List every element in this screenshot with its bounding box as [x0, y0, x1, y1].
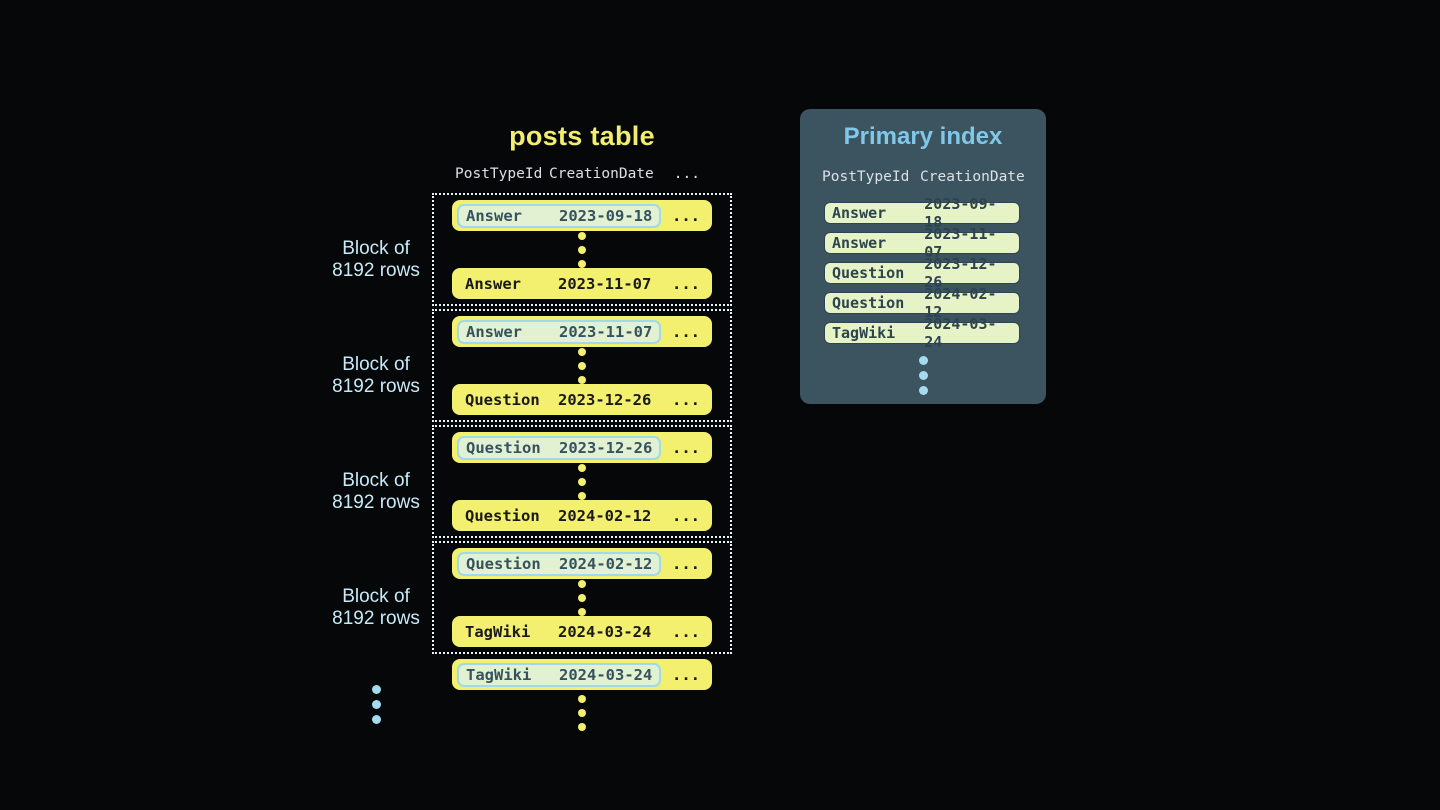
- post-type-value: Question: [465, 390, 540, 409]
- post-type-value: TagWiki: [465, 622, 531, 641]
- block-label-line2: 8192 rows: [332, 375, 420, 397]
- row-block-3: Question 2023-12-26 ... Question 2024-02…: [432, 425, 732, 538]
- index-row: Question 2024-02-12: [824, 285, 1020, 321]
- index-row: Answer 2023-11-07: [824, 225, 1020, 261]
- creation-date-value: 2024-03-24: [559, 665, 653, 684]
- ellipsis-dots-icon: [371, 685, 381, 724]
- table-row-overflow: TagWiki 2024-03-24 ...: [452, 659, 712, 690]
- creation-date-value: 2024-02-12: [924, 285, 997, 321]
- creation-date-value: 2023-11-07: [924, 225, 997, 261]
- ellipsis-dots-icon: [578, 231, 586, 268]
- index-continues-dots: [800, 356, 1046, 395]
- creation-date-value: 2024-03-24: [558, 622, 652, 641]
- table-row-last: Question 2024-02-12 ...: [452, 500, 712, 531]
- post-type-value: Answer: [832, 204, 887, 222]
- blocks-continue-dots: [345, 685, 407, 724]
- primary-index-panel: Primary index PostTypeId CreationDate An…: [800, 109, 1046, 404]
- table-row-first: Question 2024-02-12 ...: [452, 548, 712, 579]
- post-type-value: Question: [832, 264, 905, 282]
- table-row-first: Answer 2023-11-07 ...: [452, 316, 712, 347]
- creation-date-value: 2024-03-24: [924, 315, 997, 351]
- index-key-highlight: Answer 2023-09-18: [457, 203, 662, 228]
- post-type-value: TagWiki: [466, 665, 532, 684]
- index-key-highlight: Question 2024-02-12: [457, 551, 662, 576]
- creation-date-value: 2023-09-18: [559, 206, 653, 225]
- post-type-value: Question: [466, 438, 541, 457]
- creation-date-value: 2024-02-12: [558, 506, 652, 525]
- row-block-4: Question 2024-02-12 ... TagWiki 2024-03-…: [432, 541, 732, 654]
- creation-date-value: 2023-11-07: [559, 322, 653, 341]
- post-type-value: Answer: [466, 206, 522, 225]
- block-label-2: Block of 8192 rows: [291, 354, 461, 397]
- block-label-4: Block of 8192 rows: [291, 586, 461, 629]
- block-label-line1: Block of: [342, 238, 410, 259]
- row-block-2: Answer 2023-11-07 ... Question 2023-12-2…: [432, 309, 732, 422]
- column-header-creationdate: CreationDate: [920, 169, 1025, 185]
- block-label-3: Block of 8192 rows: [291, 470, 461, 513]
- table-row-last: TagWiki 2024-03-24 ...: [452, 616, 712, 647]
- creation-date-value: 2023-11-07: [558, 274, 652, 293]
- row-ellipsis: ...: [672, 554, 700, 573]
- creation-date-value: 2024-02-12: [559, 554, 653, 573]
- post-type-value: Answer: [832, 234, 887, 252]
- index-key-highlight: Answer 2023-11-07: [457, 319, 662, 344]
- table-row-last: Question 2023-12-26 ...: [452, 384, 712, 415]
- block-label-line1: Block of: [342, 586, 410, 607]
- ellipsis-dots-icon: [578, 463, 586, 500]
- creation-date-value: 2023-09-18: [924, 195, 997, 231]
- posts-table-title: posts table: [509, 121, 655, 151]
- post-type-value: Answer: [465, 274, 521, 293]
- post-type-value: Question: [466, 554, 541, 573]
- column-header-creationdate: CreationDate: [549, 166, 654, 182]
- row-ellipsis: ...: [672, 622, 700, 641]
- post-type-value: Answer: [466, 322, 522, 341]
- index-row: TagWiki 2024-03-24: [824, 315, 1020, 351]
- ellipsis-dots-icon: [578, 347, 586, 384]
- row-ellipsis: ...: [672, 438, 700, 457]
- primary-index-title: Primary index: [843, 123, 1003, 150]
- block-label-line2: 8192 rows: [332, 259, 420, 281]
- index-row: Answer 2023-09-18: [824, 195, 1020, 231]
- table-row-first: Question 2023-12-26 ...: [452, 432, 712, 463]
- posts-table-column-headers: PostTypeId CreationDate ...: [432, 166, 732, 182]
- column-header-ellipsis: ...: [673, 166, 700, 182]
- post-type-value: Question: [832, 294, 905, 312]
- ellipsis-dots-icon: [578, 695, 586, 731]
- post-type-value: TagWiki: [832, 324, 896, 342]
- row-ellipsis: ...: [672, 274, 700, 293]
- ellipsis-dots-icon: [578, 579, 586, 616]
- row-ellipsis: ...: [672, 206, 700, 225]
- block-label-1: Block of 8192 rows: [291, 238, 461, 281]
- row-ellipsis: ...: [672, 665, 700, 684]
- creation-date-value: 2023-12-26: [924, 255, 997, 291]
- block-label-line2: 8192 rows: [332, 491, 420, 513]
- table-row-last: Answer 2023-11-07 ...: [452, 268, 712, 299]
- creation-date-value: 2023-12-26: [559, 438, 653, 457]
- column-header-posttypeid: PostTypeId: [455, 166, 543, 182]
- primary-index-rows: Answer 2023-09-18 Answer 2023-11-07 Ques…: [824, 195, 1020, 351]
- primary-index-column-headers: PostTypeId CreationDate: [822, 169, 1038, 185]
- row-ellipsis: ...: [672, 506, 700, 525]
- block-label-line1: Block of: [342, 470, 410, 491]
- creation-date-value: 2023-12-26: [558, 390, 652, 409]
- row-block-1: Answer 2023-09-18 ... Answer 2023-11-07 …: [432, 193, 732, 306]
- index-key-highlight: TagWiki 2024-03-24: [457, 662, 662, 687]
- row-ellipsis: ...: [672, 322, 700, 341]
- index-row: Question 2023-12-26: [824, 255, 1020, 291]
- row-ellipsis: ...: [672, 390, 700, 409]
- index-key-highlight: Question 2023-12-26: [457, 435, 662, 460]
- block-label-line1: Block of: [342, 354, 410, 375]
- table-continues-dots: [432, 695, 732, 731]
- column-header-posttypeid: PostTypeId: [822, 169, 910, 185]
- post-type-value: Question: [465, 506, 540, 525]
- table-row-first: Answer 2023-09-18 ...: [452, 200, 712, 231]
- block-label-line2: 8192 rows: [332, 607, 420, 629]
- ellipsis-dots-icon: [918, 356, 928, 395]
